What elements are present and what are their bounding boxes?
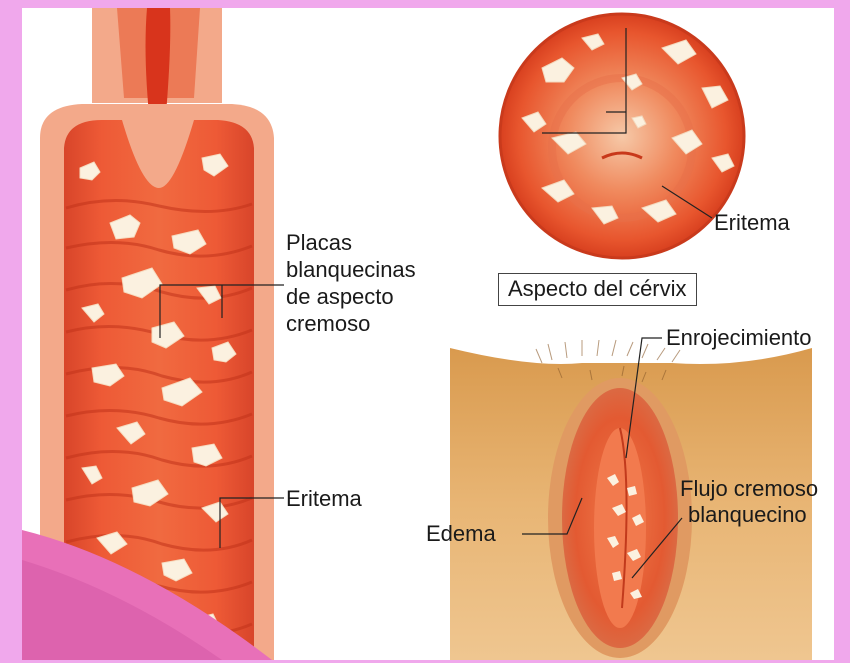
label-placas-line3: de aspecto — [286, 284, 394, 310]
label-enrojecimiento: Enrojecimiento — [666, 325, 812, 351]
illustration-frame: Placas blanquecinas de aspecto cremoso E… — [22, 8, 834, 660]
label-eritema-canal: Eritema — [286, 486, 362, 512]
corner-decoration — [22, 520, 302, 660]
label-edema: Edema — [426, 521, 496, 547]
cervix-illustration — [500, 14, 744, 258]
label-aspecto-cervix: Aspecto del cérvix — [498, 273, 697, 306]
label-eritema-cervix: Eritema — [714, 210, 790, 236]
label-flujo-line1: Flujo cremoso — [680, 476, 818, 502]
label-placas-line4: cremoso — [286, 311, 370, 337]
label-placas-line1: Placas — [286, 230, 352, 256]
label-placas-line2: blanquecinas — [286, 257, 416, 283]
label-flujo-line2: blanquecino — [688, 502, 807, 528]
